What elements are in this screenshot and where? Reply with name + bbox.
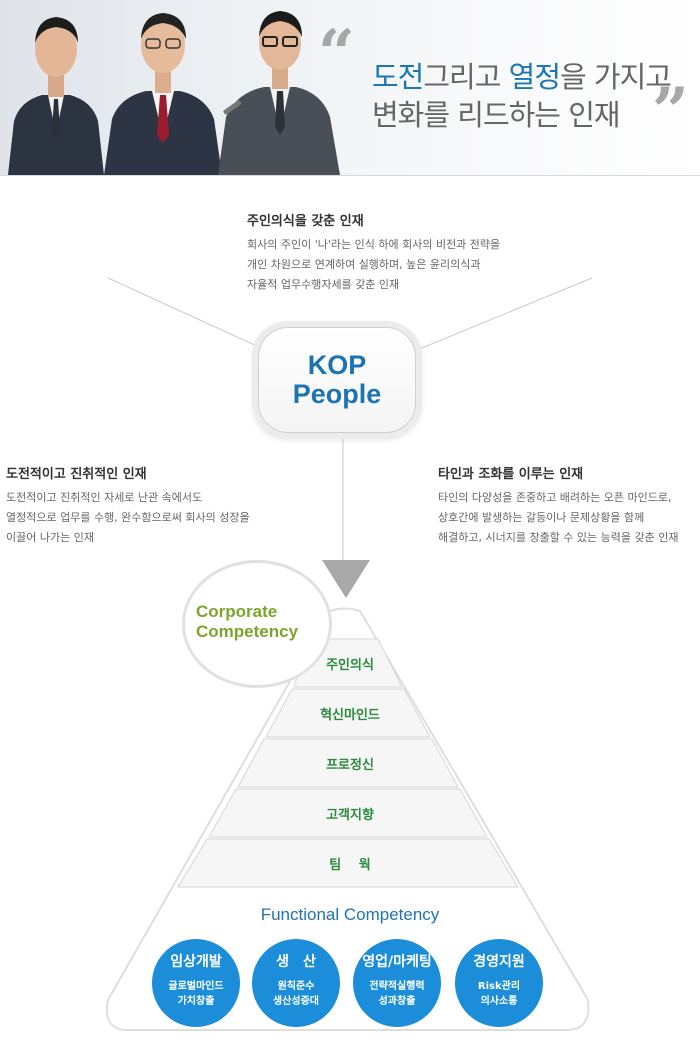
function-clinical-development: 임상개발 글로벌마인드 가치창출 [152,939,240,1027]
function-sub: Risk관리 [477,981,521,992]
function-sub: 전략적실행력 [369,981,425,992]
tier-band [237,738,459,788]
slogan-text: 을 가지고 [560,60,672,94]
trait-challenge: 도전적이고 진취적인 인재 도전적이고 진취적인 자세로 난관 속에서도 열정적… [6,466,250,548]
tier-innovation: 혁신마인드 [320,708,380,723]
close-quote-icon: ” [652,74,689,149]
header-banner: “ ” 도전그리고 열정을 가지고 변화를 리드하는 인재 [0,0,700,176]
slogan-line-2: 변화를 리드하는 인재 [372,98,621,132]
function-production: 생 산 원칙준수 생산성증대 [252,939,340,1027]
open-quote-icon: “ [318,16,355,91]
businessman-illustration [104,13,222,175]
function-management-support: 경영지원 Risk관리 의사소통 [455,939,543,1027]
function-title: 영업/마케팅 [362,954,432,970]
corporate-label-line: Competency [196,622,299,641]
trait-desc: 상호간에 발생하는 갈등이나 문제상황을 함께 [438,511,645,524]
trait-harmony: 타인과 조화를 이루는 인재 타인의 다양성을 존중하고 배려하는 오픈 마인드… [438,466,679,548]
function-title: 경영지원 [473,954,525,970]
trait-desc: 자율적 업무수행자세를 갖춘 인재 [247,278,400,291]
slogan-highlight-passion: 열정 [508,60,561,94]
function-title: 임상개발 [170,954,222,970]
tier-band [177,838,519,888]
tier-band [265,688,431,738]
trait-desc: 타인의 다양성을 존중하고 배려하는 오픈 마인드로, [438,491,672,504]
corporate-label-line: Corporate [196,602,278,621]
businessman-illustration [8,17,104,175]
function-sub: 의사소통 [480,996,518,1007]
slogan-line-1: 도전그리고 열정을 가지고 [372,54,672,96]
tier-professionalism: 프로정신 [326,758,374,773]
function-sub: 생산성증대 [273,996,319,1007]
trait-desc: 개인 차원으로 연계하여 실행하며, 높은 윤리의식과 [247,258,481,271]
functional-competency-label: Functional Competency [260,905,440,924]
trait-desc: 이끌어 나가는 인재 [6,531,94,544]
trait-title: 주인의식을 갖춘 인재 [247,214,364,229]
trait-title: 도전적이고 진취적인 인재 [6,467,147,482]
function-sub: 성과창출 [378,996,416,1007]
kop-people-badge: KOP People [258,327,416,433]
trait-desc: 열정적으로 업무를 수행, 완수함으로써 회사의 성장을 [6,511,250,524]
tier-customer-focus: 고객지향 [326,808,374,823]
tier-ownership: 주인의식 [326,658,374,673]
trait-desc: 해결하고, 시너지를 창출할 수 있는 능력을 갖춘 인재 [438,531,679,544]
tier-band [208,788,488,838]
slogan-highlight-challenge: 도전 [372,60,424,94]
trait-title: 타인과 조화를 이루는 인재 [438,467,584,482]
corporate-competency-bubble [182,560,332,688]
down-arrow-icon [322,560,370,598]
slogan-text: 그리고 [423,60,509,94]
kop-label: KOP [307,350,367,380]
function-title: 생 산 [276,954,316,970]
tier-teamwork: 팀 웍 [329,858,371,873]
people-label: People [292,379,382,409]
function-sub: 원칙준수 [277,981,315,992]
function-sales-marketing: 영업/마케팅 전략적실행력 성과창출 [353,939,441,1027]
trait-ownership: 주인의식을 갖춘 인재 회사의 주인이 '나'라는 인식 하에 회사의 비전과 … [247,213,500,295]
trait-desc: 회사의 주인이 '나'라는 인식 하에 회사의 비전과 전략을 [247,238,501,251]
function-sub: 글로벌마인드 [168,981,224,992]
businessman-illustration [218,11,340,175]
function-sub: 가치창출 [177,996,215,1007]
corporate-competency-label: Corporate Competency [196,602,298,642]
trait-desc: 도전적이고 진취적인 자세로 난관 속에서도 [6,491,203,504]
